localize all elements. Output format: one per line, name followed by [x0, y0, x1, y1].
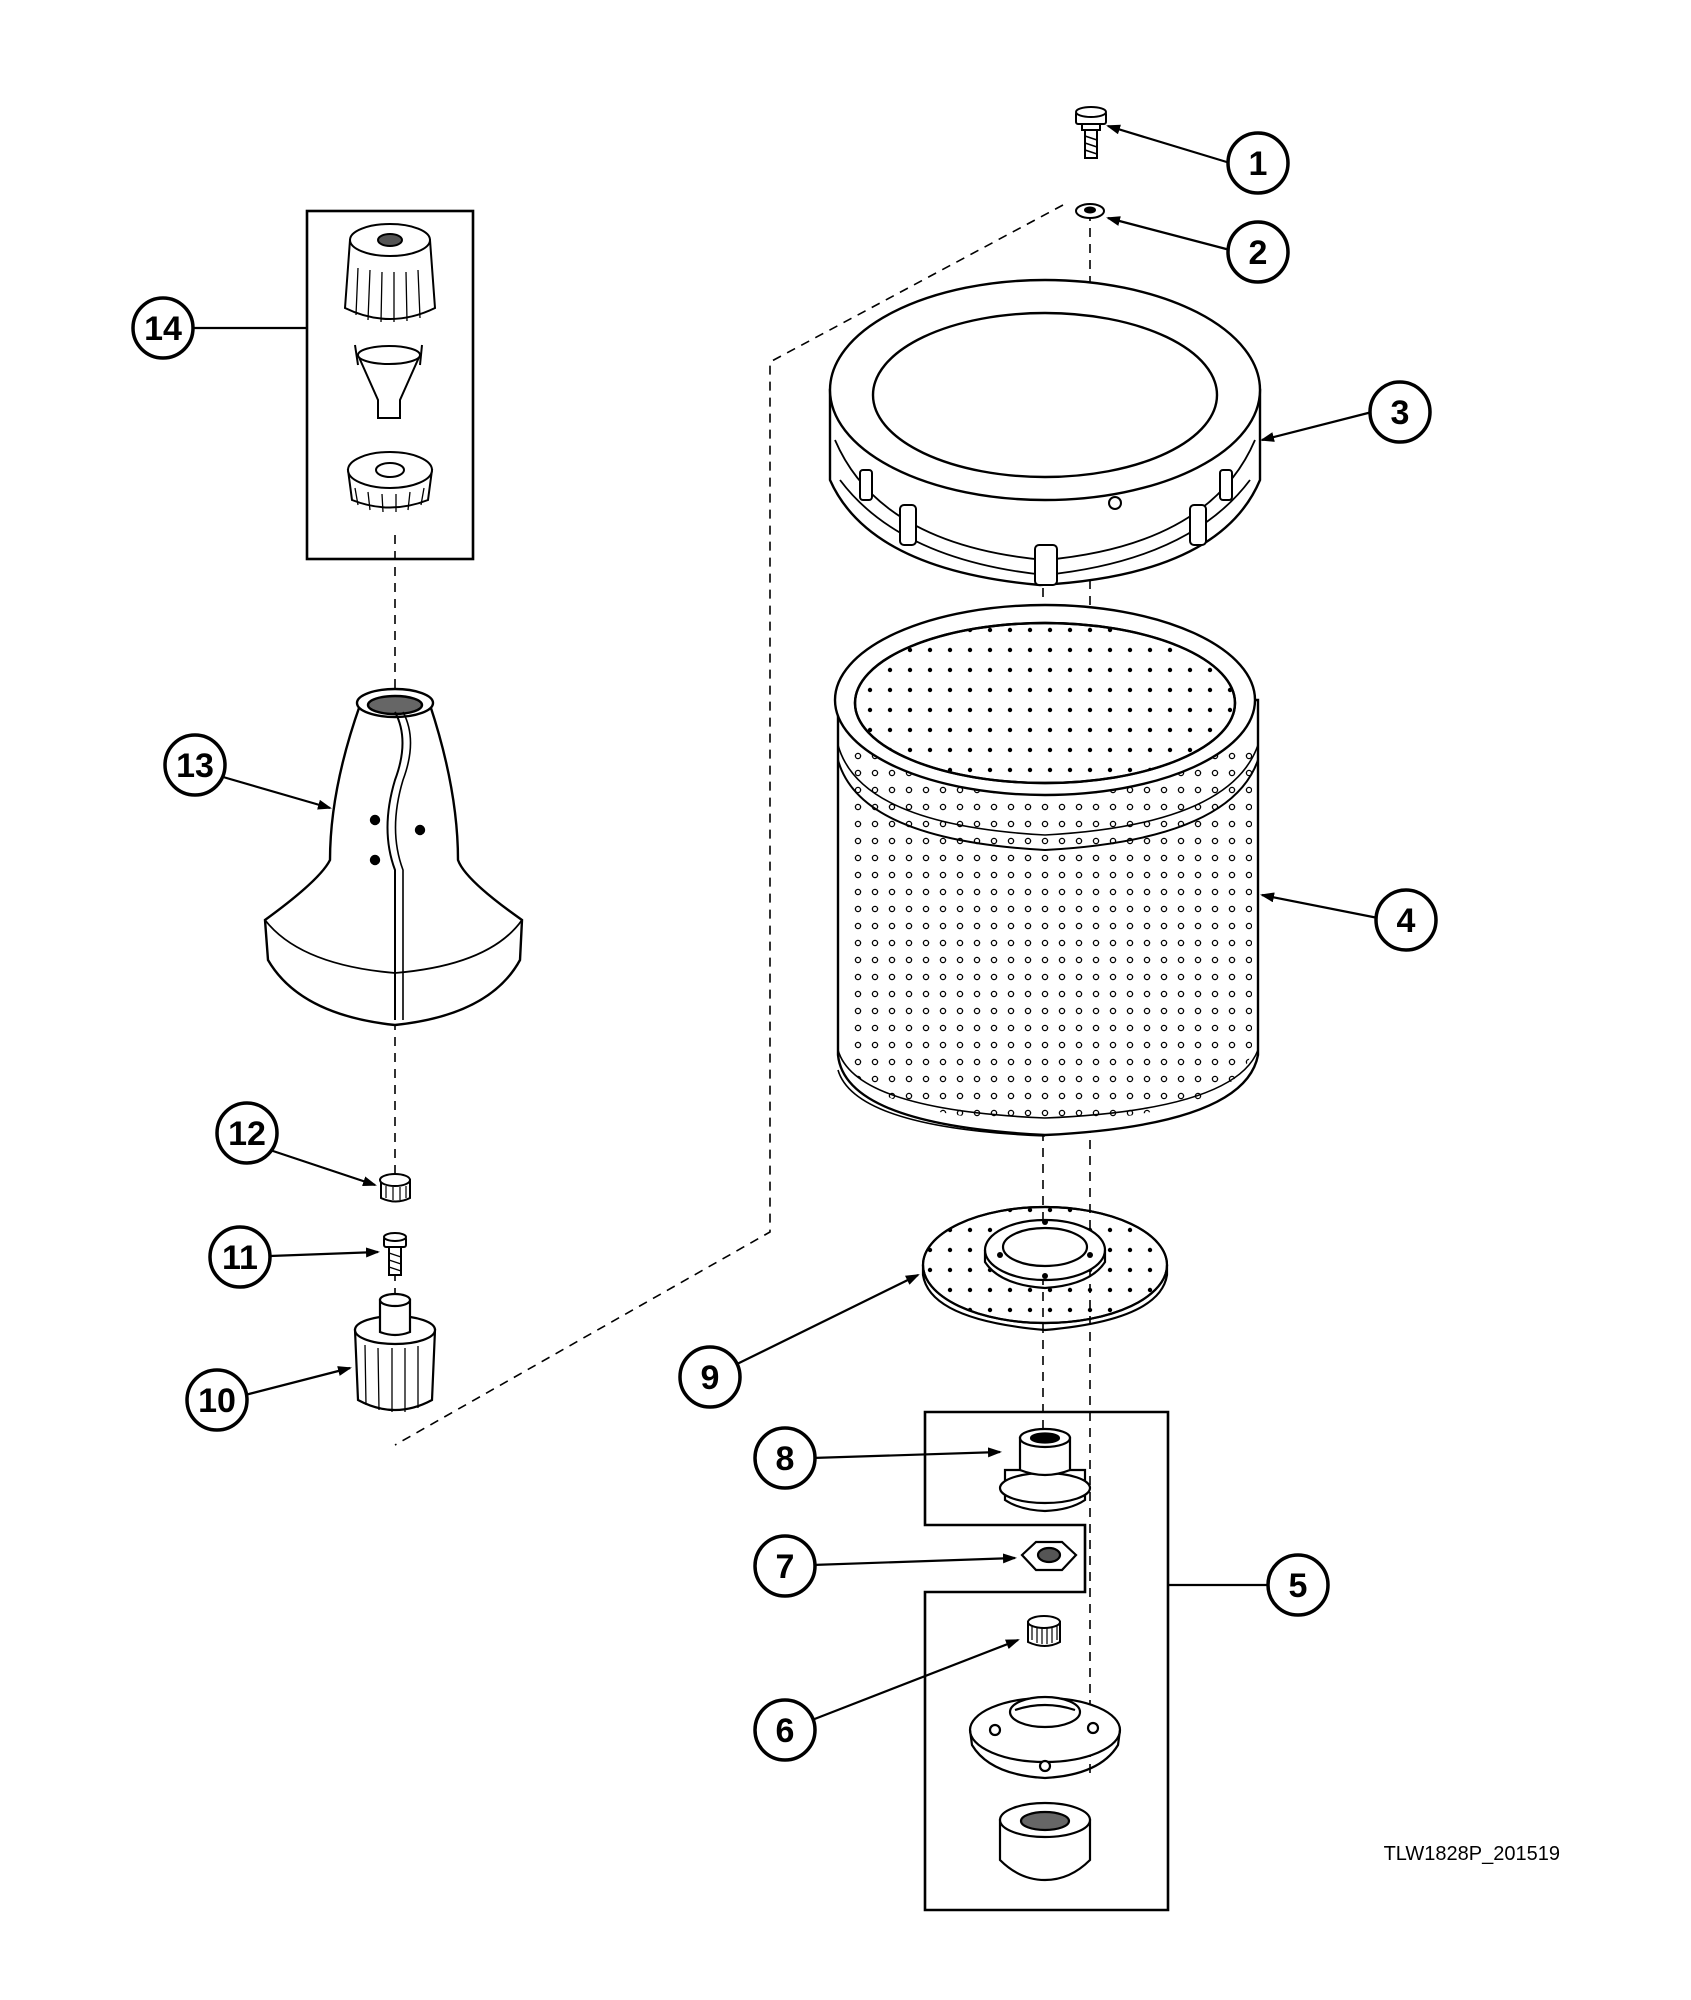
callout-4: 4	[1374, 888, 1438, 952]
part-5-drive-base	[968, 1695, 1122, 1780]
callout-8: 8	[753, 1426, 817, 1490]
callout-7-label: 7	[776, 1548, 795, 1586]
callout-4-label: 4	[1397, 902, 1416, 940]
part-11-bolt	[383, 1232, 407, 1276]
leader-4	[1260, 892, 1379, 920]
callout-5: 5	[1266, 1553, 1330, 1617]
callout-7: 7	[753, 1534, 817, 1598]
leader-11	[269, 1247, 380, 1258]
callout-6-label: 6	[776, 1712, 795, 1750]
part-10-coupling	[353, 1292, 437, 1412]
callout-14-label: 14	[144, 310, 182, 348]
leader-2	[1106, 216, 1231, 252]
leader-6	[811, 1638, 1020, 1722]
leader-10	[244, 1366, 352, 1397]
part-14-cap	[343, 223, 437, 323]
part-14-funnel	[354, 344, 423, 419]
callout-9-label: 9	[701, 1359, 720, 1397]
callout-11-label: 11	[222, 1239, 258, 1277]
part-2-washer	[1075, 203, 1105, 219]
callout-5-label: 5	[1289, 1567, 1308, 1605]
part-5-kit-outline	[923, 1410, 1170, 1912]
callout-10-label: 10	[198, 1382, 236, 1420]
part-5-seal	[998, 1801, 1092, 1882]
callout-2-label: 2	[1249, 234, 1268, 272]
callout-14: 14	[131, 296, 195, 360]
callout-1: 1	[1226, 131, 1290, 195]
callout-10: 10	[185, 1368, 249, 1432]
leader-3	[1260, 410, 1373, 442]
callout-2: 2	[1226, 220, 1290, 284]
part-3-balance-ring	[828, 278, 1262, 587]
leader-1	[1106, 124, 1231, 165]
part-7-hex-nut	[1020, 1540, 1078, 1572]
callout-12: 12	[215, 1101, 279, 1165]
callout-13: 13	[163, 733, 227, 797]
callout-1-label: 1	[1249, 145, 1268, 183]
part-14-base	[346, 451, 434, 513]
part-9-drive-plate	[921, 1205, 1169, 1332]
callout-9: 9	[678, 1345, 742, 1409]
callout-8-label: 8	[776, 1440, 795, 1478]
leader-8	[811, 1447, 1002, 1460]
drawing-id: TLW1828P_201519	[1384, 1843, 1560, 1865]
callout-12-label: 12	[228, 1115, 266, 1153]
leader-7	[811, 1553, 1017, 1567]
part-8-hub	[998, 1427, 1092, 1513]
part-4-spin-basket	[833, 603, 1260, 1137]
leader-12	[254, 1143, 377, 1187]
callout-3-label: 3	[1391, 394, 1410, 432]
leader-9	[734, 1274, 920, 1366]
leader-arrows	[190, 124, 1379, 1722]
part-6-coupling	[1027, 1615, 1061, 1647]
part-13-agitator	[263, 687, 524, 1027]
part-12-cap	[379, 1173, 411, 1203]
callout-11: 11	[208, 1225, 272, 1289]
part-14-kit-outline	[305, 209, 475, 561]
callout-6: 6	[753, 1698, 817, 1762]
callout-13-label: 13	[176, 747, 214, 785]
part-1-bolt	[1075, 106, 1107, 159]
cross-reference-line	[394, 204, 1064, 1446]
callout-3: 3	[1368, 380, 1432, 444]
